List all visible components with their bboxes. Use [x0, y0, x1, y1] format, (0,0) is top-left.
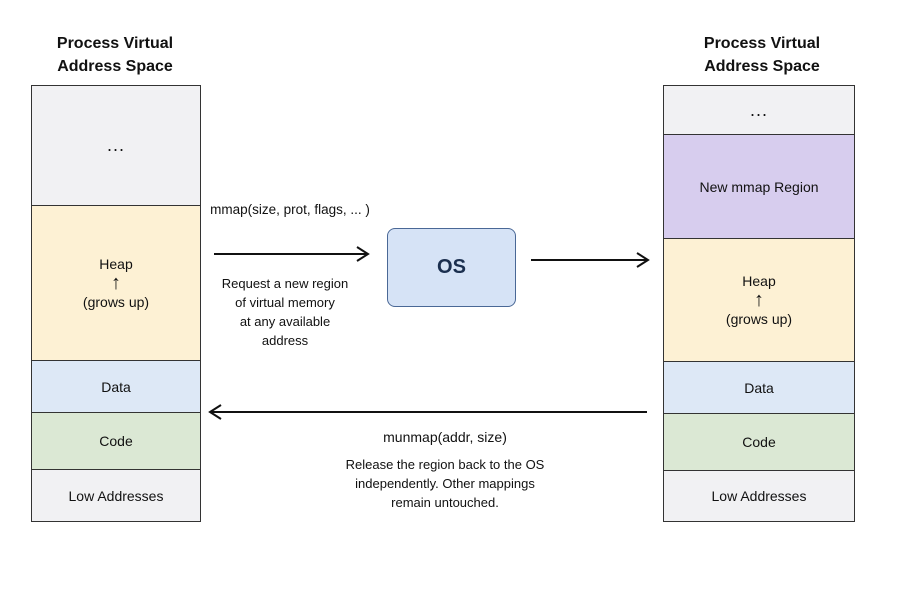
mmap-desc-line3: at any available: [239, 314, 331, 329]
os-label: OS: [437, 256, 466, 278]
left-segment-data: Data: [32, 361, 200, 413]
right-segment-heap: Heap ↑ (grows up): [664, 239, 854, 362]
left-segment-code: Code: [32, 413, 200, 470]
right-segment-low: Low Addresses: [664, 471, 854, 521]
mmap-signature: mmap(size, prot, flags, ... ): [210, 202, 370, 217]
left-ellipsis: ...: [106, 135, 125, 155]
right-segment-code: Code: [664, 414, 854, 471]
right-heap-note: (grows up): [725, 311, 793, 327]
right-title-line2: Address Space: [704, 58, 820, 75]
munmap-signature: munmap(addr, size): [383, 429, 507, 445]
left-segment-high: ...: [32, 86, 200, 206]
right-heap-label: Heap: [742, 273, 776, 289]
right-segment-mmap: New mmap Region: [664, 135, 854, 239]
mmap-desc-line1: Request a new region: [221, 276, 349, 291]
left-heap-label: Heap: [99, 256, 133, 272]
munmap-desc-line2: independently. Other mappings: [355, 476, 535, 491]
mmap-desc-line2: of virtual memory: [235, 295, 335, 310]
right-ellipsis: ...: [749, 99, 768, 120]
mmap-description: Request a new region of virtual memory a…: [205, 274, 365, 350]
munmap-description: Release the region back to the OS indepe…: [320, 455, 570, 512]
left-title-line1: Process Virtual: [56, 35, 174, 52]
right-low-label: Low Addresses: [711, 488, 807, 504]
munmap-desc-line1: Release the region back to the OS: [345, 457, 545, 472]
left-code-label: Code: [99, 433, 133, 449]
arrow-munmap-to-left: [208, 404, 647, 420]
right-data-label: Data: [744, 379, 774, 396]
left-segment-low: Low Addresses: [32, 470, 200, 521]
left-segment-heap: Heap ↑ (grows up): [32, 206, 200, 361]
left-low-label: Low Addresses: [68, 487, 164, 504]
left-address-space: ... Heap ↑ (grows up) Data Code Low Addr…: [31, 85, 201, 522]
os-box: OS: [387, 228, 516, 307]
left-title: Process Virtual Address Space: [15, 32, 215, 78]
right-segment-data: Data: [664, 362, 854, 414]
left-heap-note: (grows up): [82, 294, 150, 310]
munmap-desc-line3: remain untouched.: [391, 495, 499, 510]
arrow-os-to-right: [531, 252, 650, 268]
left-heap-arrow-up-icon: ↑: [111, 272, 121, 294]
right-code-label: Code: [742, 434, 776, 450]
right-segment-high: ...: [664, 86, 854, 135]
right-heap-arrow-up-icon: ↑: [754, 289, 764, 311]
right-title: Process Virtual Address Space: [662, 32, 862, 78]
left-data-label: Data: [101, 378, 131, 395]
left-title-line2: Address Space: [57, 58, 173, 75]
right-mmap-label: New mmap Region: [699, 178, 819, 195]
arrow-mmap-to-os: [214, 246, 370, 262]
right-title-line1: Process Virtual: [703, 35, 821, 52]
right-address-space: ... New mmap Region Heap ↑ (grows up) Da…: [663, 85, 855, 522]
mmap-desc-line4: address: [261, 333, 309, 348]
